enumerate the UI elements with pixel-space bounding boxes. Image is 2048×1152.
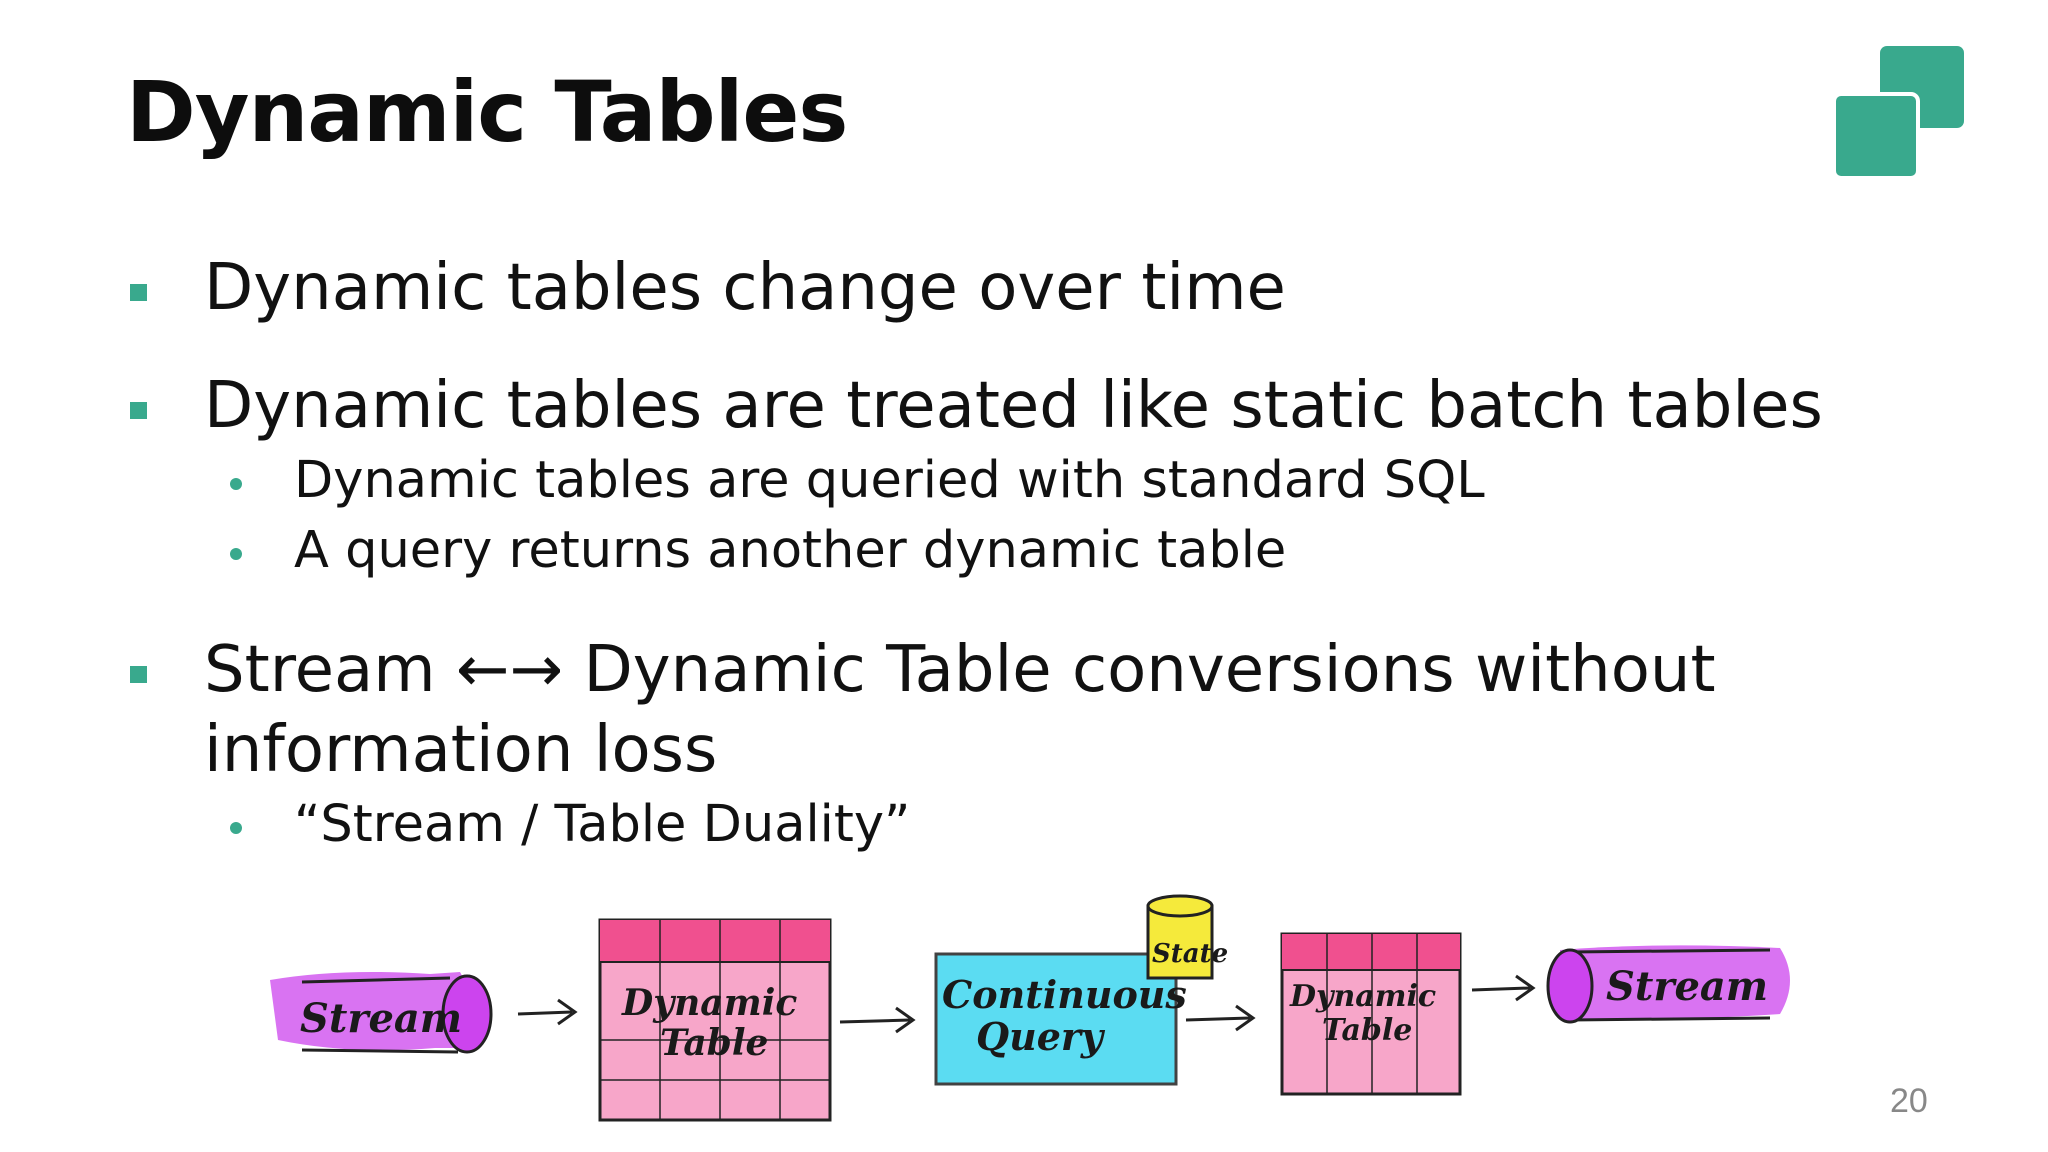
bullet-3-text-line1: Stream ←→ Dynamic Table conversions with… bbox=[204, 633, 1716, 707]
bullet-1-text: Dynamic tables change over time bbox=[204, 251, 1286, 325]
bullet-dot-icon bbox=[230, 822, 242, 834]
dynamic-table-1-label-line2: Table bbox=[660, 1022, 768, 1064]
dynamic-table-1: Dynamic Table bbox=[598, 918, 832, 1122]
bullet-dot-icon bbox=[230, 548, 242, 560]
dynamic-table-2: Dynamic Table bbox=[1280, 932, 1462, 1096]
sub-bullet-3-1-text: “Stream / Table Duality” bbox=[294, 795, 911, 854]
bullet-square-icon bbox=[130, 402, 147, 419]
bullet-3: Stream ←→ Dynamic Table conversions with… bbox=[126, 630, 1946, 790]
input-stream-label: Stream bbox=[300, 995, 462, 1042]
dynamic-table-2-label-line1: Dynamic bbox=[1289, 979, 1436, 1014]
stream-table-duality-diagram: Stream Dynamic Table Contin bbox=[270, 894, 1790, 1122]
state-cylinder: State bbox=[1146, 894, 1228, 980]
dynamic-table-1-label-line1: Dynamic bbox=[621, 982, 797, 1024]
sub-bullet-2-2-text: A query returns another dynamic table bbox=[294, 521, 1287, 580]
bullet-square-icon bbox=[130, 666, 147, 683]
bullet-square-icon bbox=[130, 284, 147, 301]
bullet-list: Dynamic tables change over time Dynamic … bbox=[126, 248, 1946, 860]
continuous-query-label-line2: Query bbox=[976, 1014, 1106, 1059]
output-stream-label: Stream bbox=[1606, 963, 1768, 1010]
bullet-2-text: Dynamic tables are treated like static b… bbox=[204, 369, 1823, 443]
two-squares-logo-icon bbox=[1832, 46, 1964, 180]
sub-bullet-3-1: “Stream / Table Duality” bbox=[126, 790, 1946, 860]
sub-bullet-2-2: A query returns another dynamic table bbox=[126, 516, 1946, 586]
bullet-1: Dynamic tables change over time bbox=[126, 248, 1946, 328]
slide-title: Dynamic Tables bbox=[126, 63, 848, 161]
arrow-2 bbox=[839, 1006, 916, 1034]
sub-bullet-2-1-text: Dynamic tables are queried with standard… bbox=[294, 451, 1485, 510]
bullet-3-text-line2: information loss bbox=[204, 713, 718, 787]
sub-bullet-2-1: Dynamic tables are queried with standard… bbox=[126, 446, 1946, 516]
bullet-dot-icon bbox=[230, 478, 242, 490]
output-stream: Stream bbox=[1546, 945, 1790, 1024]
state-label: State bbox=[1152, 939, 1228, 969]
dynamic-table-2-label-line2: Table bbox=[1322, 1013, 1412, 1048]
arrow-1 bbox=[517, 998, 578, 1026]
bullet-2: Dynamic tables are treated like static b… bbox=[126, 366, 1946, 446]
input-stream: Stream bbox=[270, 972, 493, 1054]
arrow-3 bbox=[1185, 1004, 1256, 1032]
arrow-4 bbox=[1471, 974, 1536, 1002]
page-number: 20 bbox=[1890, 1082, 1928, 1120]
continuous-query-label-line1: Continuous bbox=[942, 972, 1187, 1017]
continuous-query: Continuous Query bbox=[934, 952, 1187, 1086]
